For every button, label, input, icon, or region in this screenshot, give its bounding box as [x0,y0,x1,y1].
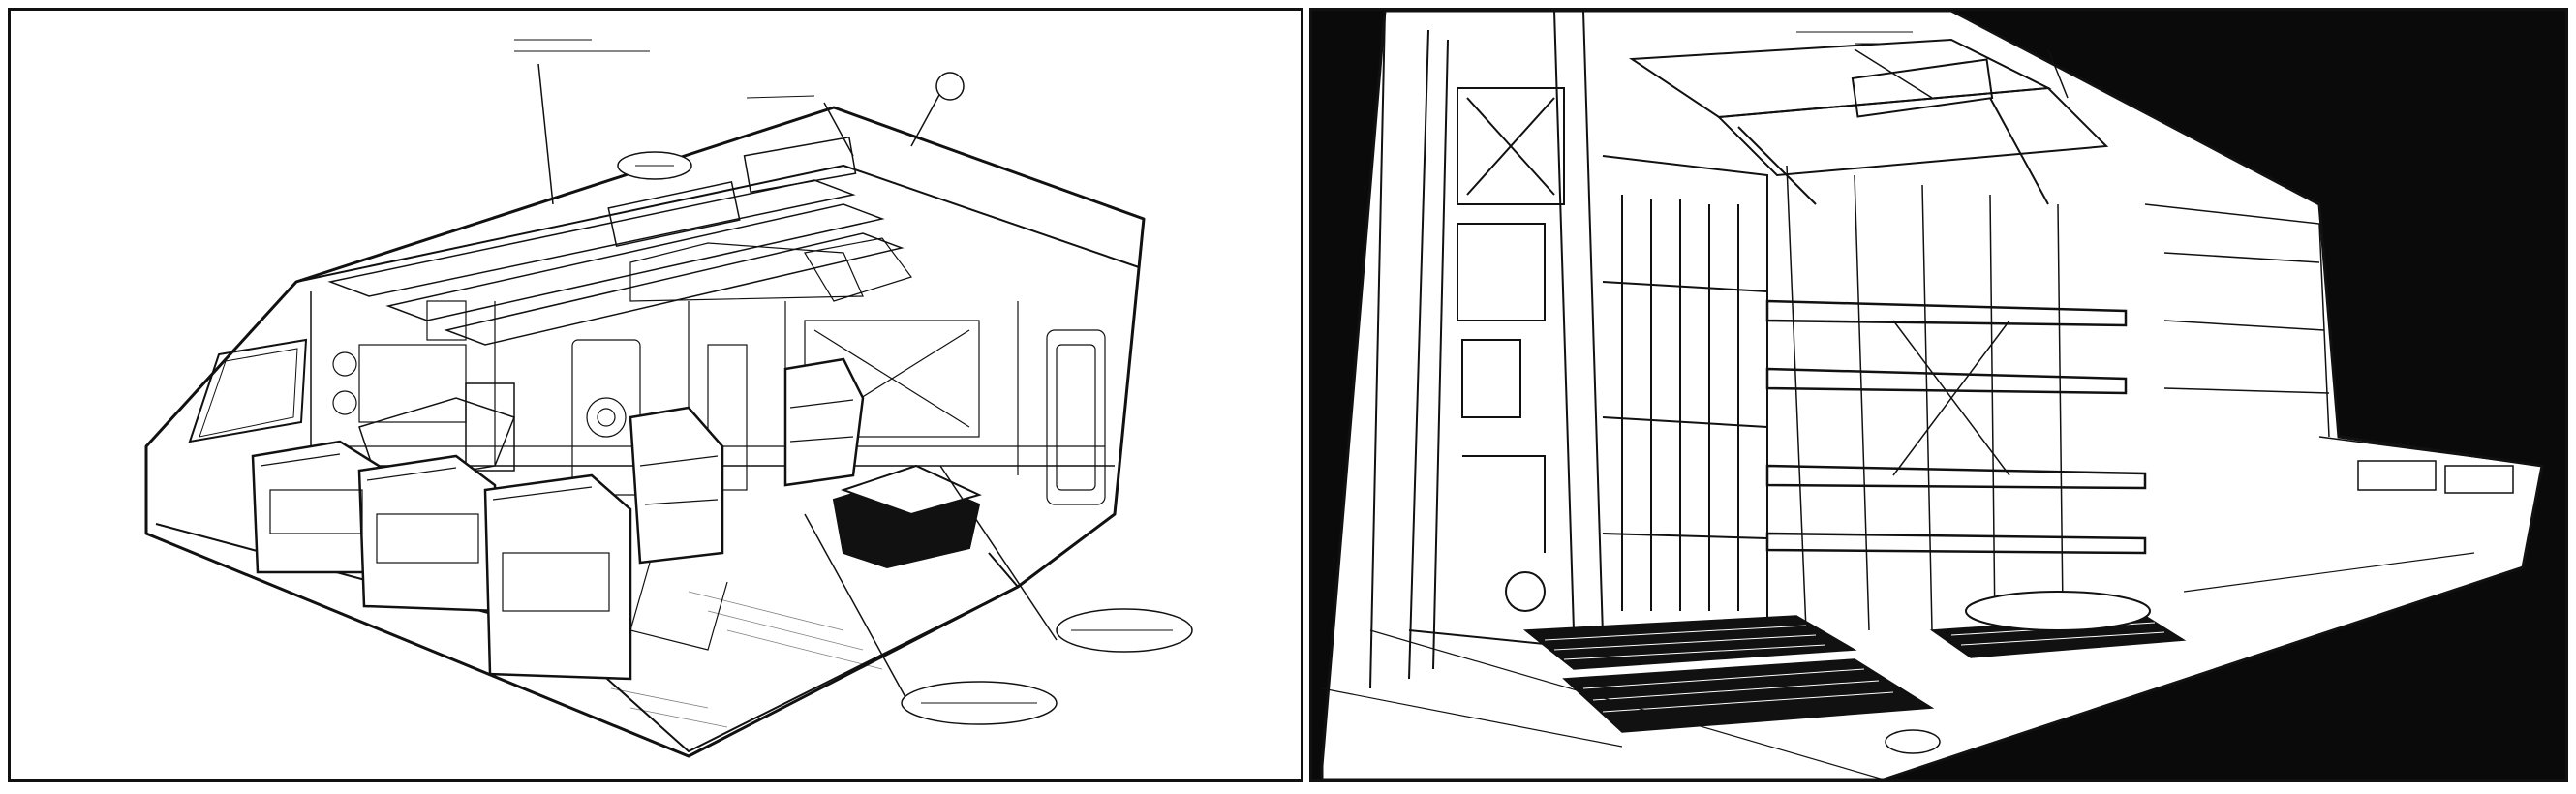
cockpit-interior-panel [8,8,1303,782]
cargo-bay-interior-panel [1309,8,2568,782]
cargo-bay-interior-drawing [1320,11,2544,779]
cockpit-interior-drawing [144,39,1193,758]
